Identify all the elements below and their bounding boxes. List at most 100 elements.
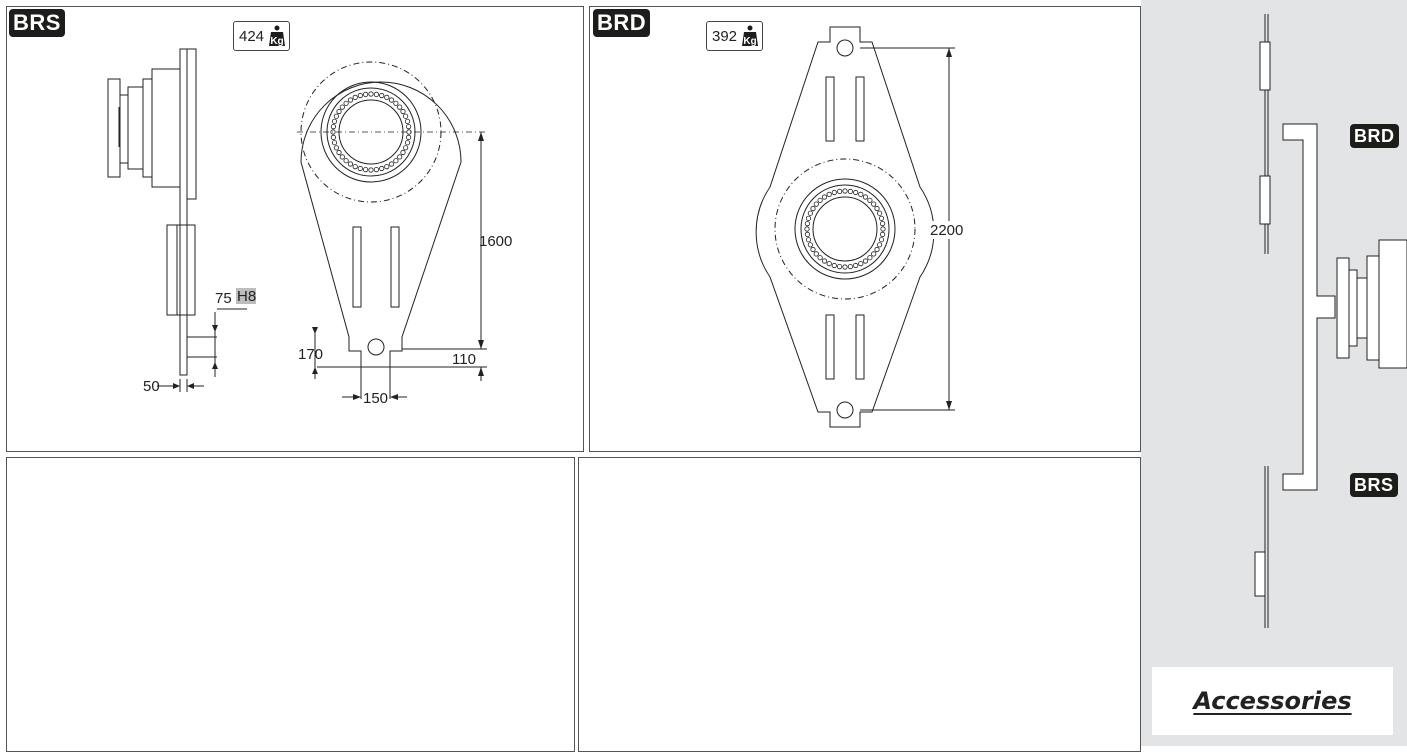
bolt-hole <box>879 231 886 237</box>
sidebar-brs-badge: BRS <box>1350 473 1398 497</box>
bolt-hole <box>384 94 390 101</box>
brs-weight-value: 424 <box>239 27 265 45</box>
bolt-hole <box>331 118 338 124</box>
bolt-hole <box>336 108 342 115</box>
bolt-hole <box>831 262 837 269</box>
bolt-hole <box>347 161 354 167</box>
svg-text:Kg: Kg <box>270 36 283 47</box>
bolt-hole <box>384 164 390 170</box>
bolt-hole <box>805 215 812 221</box>
bolt-hole <box>878 237 885 243</box>
svg-text:Kg: Kg <box>743 36 756 47</box>
bolt-hole <box>379 165 385 172</box>
brs-badge: BRS <box>9 9 65 37</box>
bolt-hole <box>874 205 880 212</box>
bolt-hole <box>357 92 363 99</box>
bolt-hole <box>397 104 403 110</box>
brs-panel: BRS 424 Kg <box>6 6 584 452</box>
bolt-hole <box>831 189 837 196</box>
bolt-hole <box>352 94 358 101</box>
bolt-hole <box>362 167 369 173</box>
bolt-hole <box>810 246 816 253</box>
bolt-hole <box>871 251 877 257</box>
bolt-hole <box>853 262 859 269</box>
bolt-hole <box>333 145 339 151</box>
bolt-hole <box>330 129 336 135</box>
bolt-hole <box>867 197 873 203</box>
bolt-hole <box>379 92 385 99</box>
accessories-sidebar: BRD BRS <box>1141 0 1407 746</box>
bolt-hole <box>343 100 349 106</box>
fit-highlight <box>236 288 256 304</box>
bolt-hole <box>343 158 349 164</box>
bolt-hole <box>826 261 832 267</box>
sidebar-brd-badge: BRD <box>1350 124 1399 148</box>
bolt-hole <box>373 167 379 173</box>
dim-fit-label: H8 <box>237 288 256 305</box>
bolt-hole <box>876 210 883 216</box>
weight-kg-icon: Kg <box>269 25 286 47</box>
bolt-hole <box>879 221 886 227</box>
brd-panel: BRD 392 Kg <box>589 6 1141 452</box>
bolt-hole <box>842 188 848 194</box>
bolt-hole <box>352 164 358 170</box>
dim-offset-top-label: 170 <box>298 346 323 363</box>
bolt-hole <box>405 124 412 130</box>
bolt-hole <box>853 189 859 196</box>
bolt-hole <box>339 104 345 110</box>
bolt-hole <box>397 154 403 160</box>
bolt-hole <box>862 258 869 264</box>
bolt-hole <box>331 140 338 146</box>
dim-offset-bottom-label: 110 <box>452 351 476 368</box>
accessories-link[interactable]: Accessories <box>1193 687 1352 715</box>
bolt-hole <box>804 221 810 227</box>
dim-thickness-label: 50 <box>143 378 160 395</box>
brs-weight-box: 424 Kg <box>233 21 291 51</box>
bolt-hole <box>813 201 819 207</box>
bolt-hole <box>817 197 823 203</box>
brd-weight-value: 392 <box>712 27 738 45</box>
bolt-hole <box>826 191 832 197</box>
bolt-hole <box>807 210 813 216</box>
bolt-hole <box>876 242 883 248</box>
bolt-hole <box>330 124 336 130</box>
bolt-hole <box>368 91 374 97</box>
bolt-hole <box>837 188 843 194</box>
dim-bore-label: 75 <box>215 290 232 307</box>
bolt-hole <box>388 161 395 167</box>
bolt-hole <box>373 91 379 98</box>
bolt-hole <box>400 108 406 115</box>
bolt-hole <box>393 100 399 106</box>
bolt-hole <box>871 201 877 207</box>
accessories-drawing <box>1254 14 1407 628</box>
bolt-hole <box>817 255 823 261</box>
bolt-hole <box>821 194 828 200</box>
dim-height-label: 2200 <box>930 222 963 239</box>
bolt-hole <box>404 118 411 124</box>
bolt-hole <box>339 154 345 160</box>
bolt-hole <box>867 255 873 261</box>
bolt-hole <box>804 226 810 232</box>
bolt-hole <box>404 140 411 146</box>
bolt-hole <box>810 205 816 212</box>
bolt-hole <box>330 134 336 140</box>
bolt-hole <box>362 91 369 98</box>
bolt-hole <box>805 237 812 243</box>
dim-lug-width-label: 150 <box>363 390 388 407</box>
bolt-hole <box>858 261 864 267</box>
empty-panel-left <box>6 457 575 752</box>
bolt-hole <box>405 134 412 140</box>
weight-kg-icon: Kg <box>742 25 759 47</box>
bolt-hole <box>837 263 843 270</box>
bolt-hole <box>333 113 339 119</box>
bolt-hole <box>347 97 354 103</box>
bolt-hole <box>862 194 869 200</box>
dim-height-label: 1600 <box>479 233 512 250</box>
bolt-hole <box>402 145 409 151</box>
brd-badge: BRD <box>593 9 651 37</box>
empty-panel-right <box>578 457 1141 752</box>
bolt-hole <box>402 113 409 119</box>
bolt-hole <box>842 264 848 270</box>
bolt-hole <box>336 149 342 156</box>
bolt-hole <box>400 149 406 156</box>
